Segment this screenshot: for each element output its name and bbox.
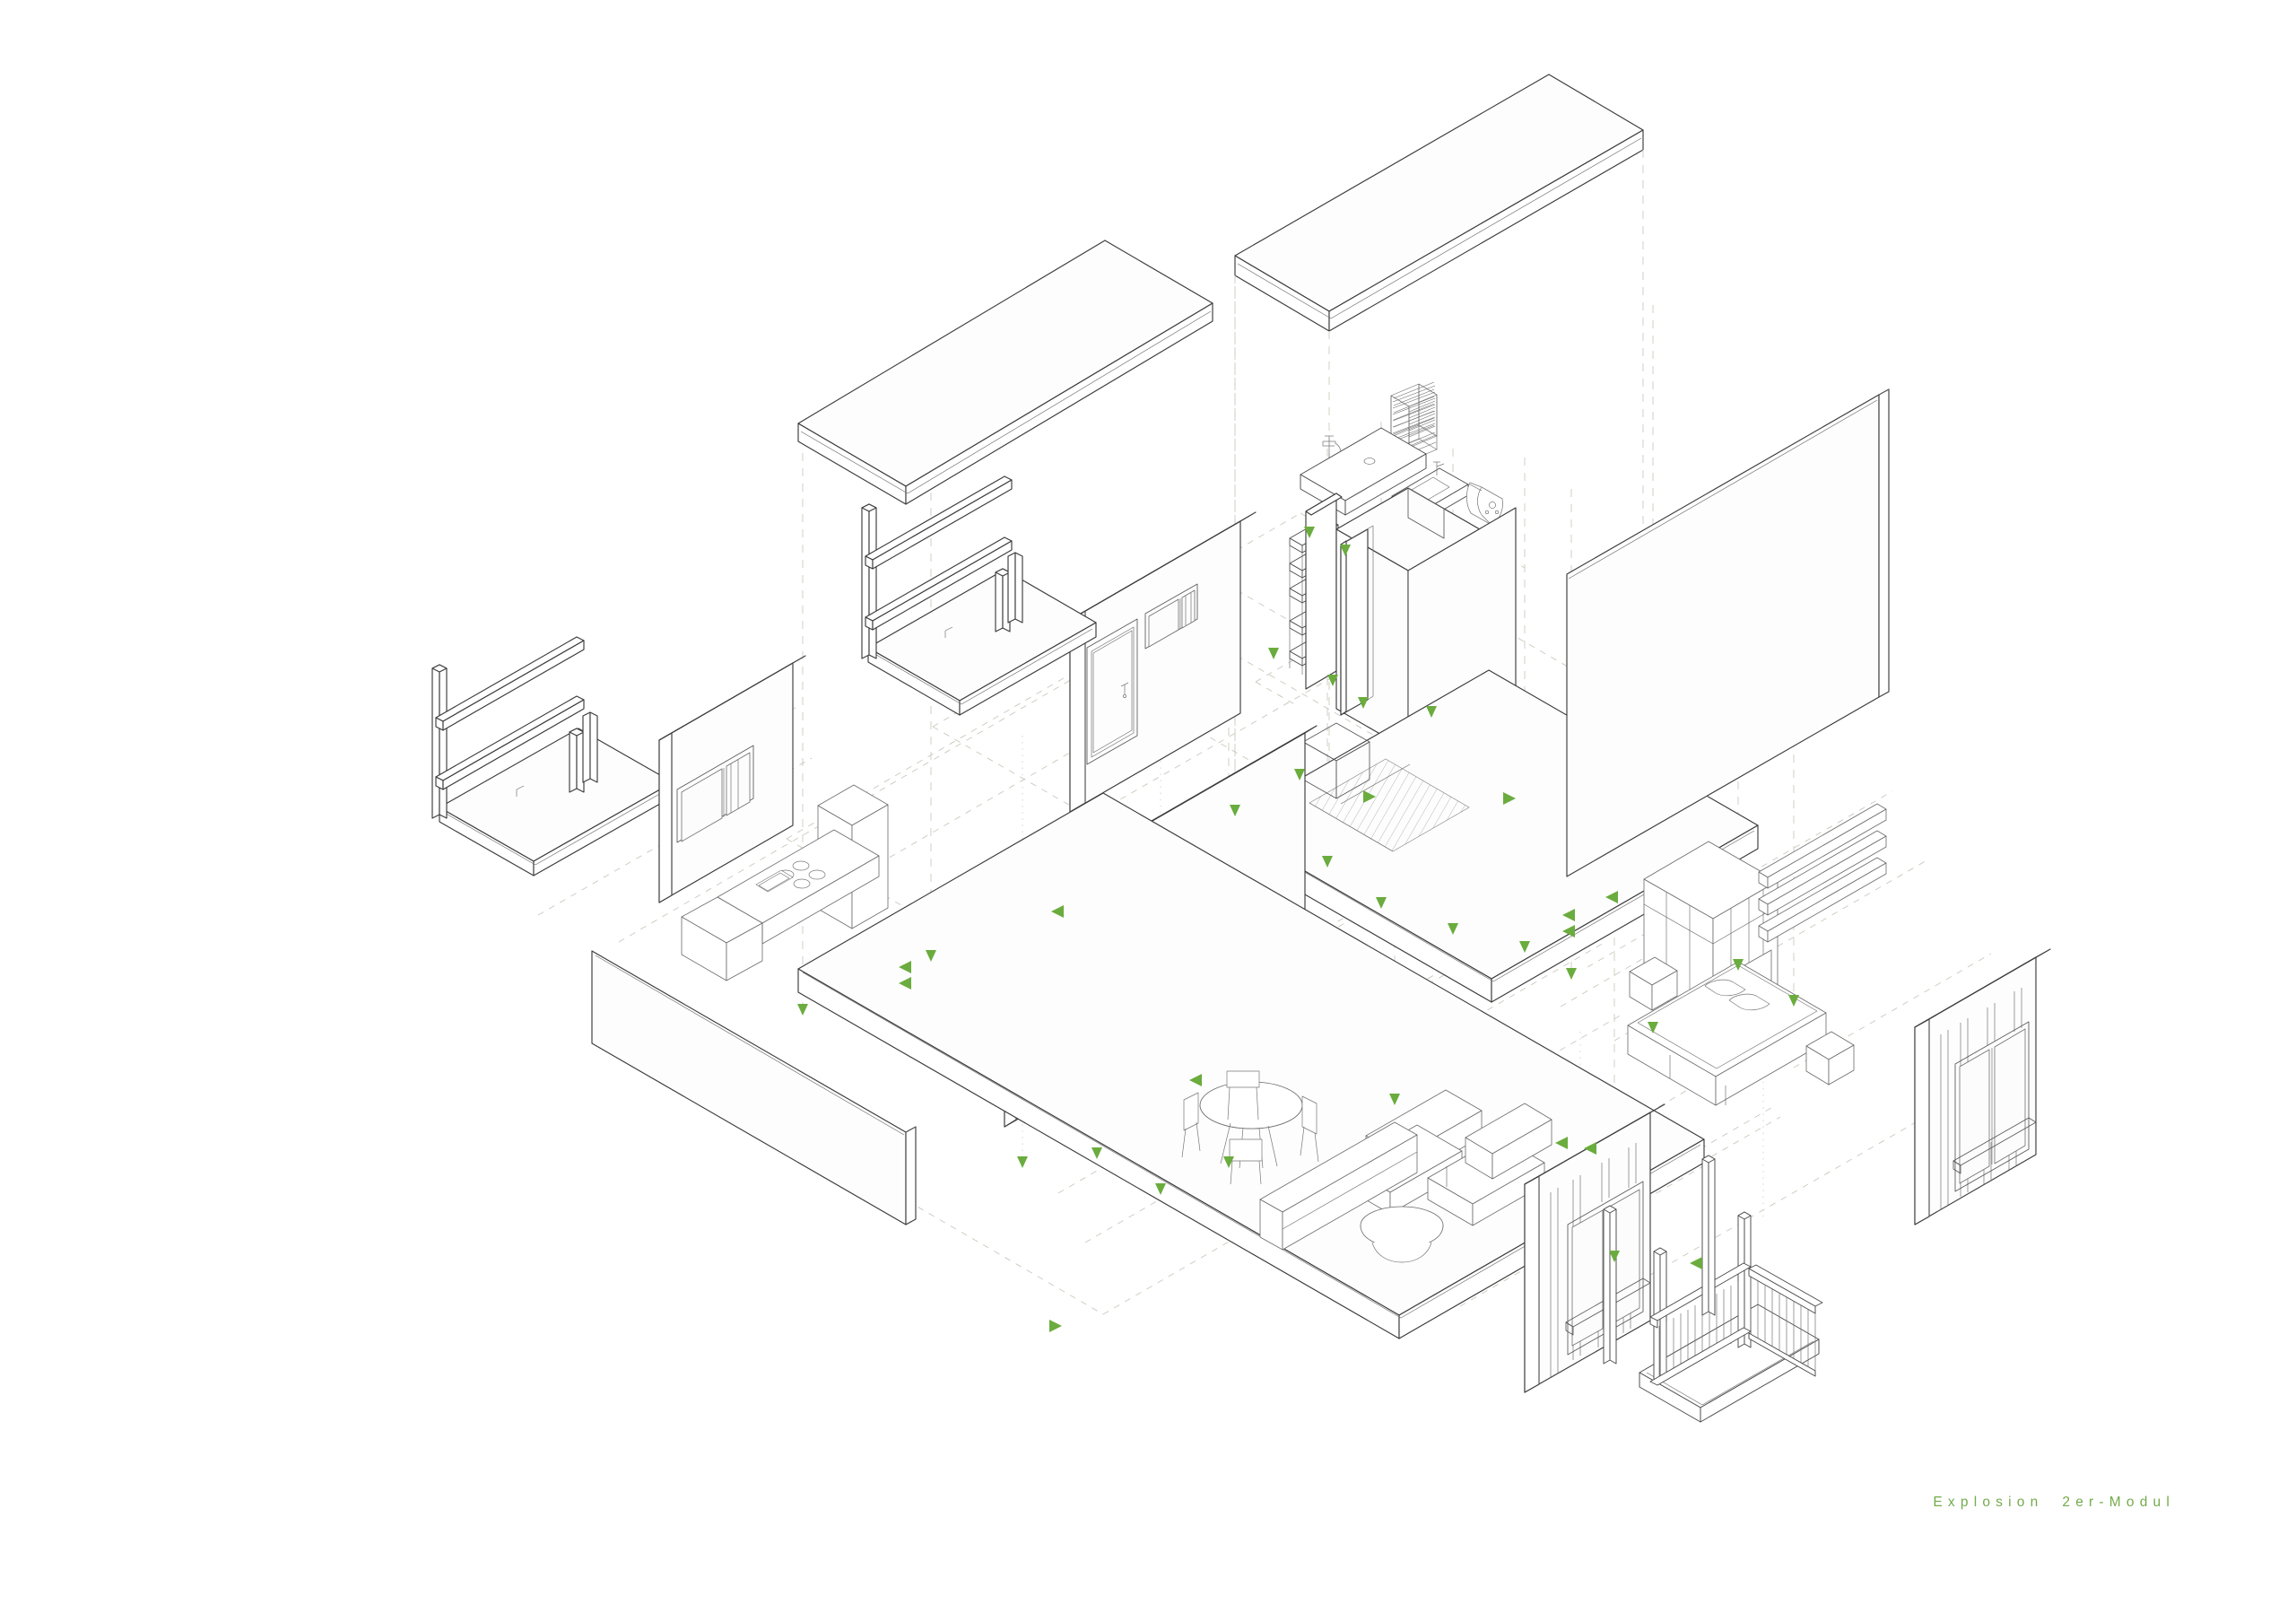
roof-slab-entrance <box>797 240 1213 505</box>
arrow-down <box>926 950 936 962</box>
arrow-down <box>1376 897 1387 909</box>
balcony-upper <box>861 475 1097 716</box>
arrow-down <box>1230 805 1240 816</box>
arrow-down <box>1017 1156 1028 1168</box>
arrow-down <box>1566 968 1577 980</box>
balustrade-right <box>1750 1278 1816 1372</box>
bed <box>1627 949 1855 1106</box>
facade-window-right[interactable] <box>1952 1021 2037 1192</box>
arrow-down <box>1648 1022 1658 1033</box>
arrow-left <box>1690 1257 1702 1269</box>
arrow-pair-bottom <box>1555 1137 1596 1155</box>
arrow-down <box>1358 697 1369 709</box>
arrow-down <box>1788 995 1799 1007</box>
wall-shelves <box>1758 803 1887 943</box>
towel-radiator <box>1390 381 1438 462</box>
arrow-down <box>797 1004 808 1016</box>
coffee-table <box>1360 1206 1444 1263</box>
side-wall-panel-left <box>591 950 917 1225</box>
arrow-down <box>1304 527 1315 538</box>
nightstand-right <box>1805 1031 1855 1086</box>
dining-set <box>1181 1070 1319 1185</box>
arrow-down <box>1733 959 1744 971</box>
side-wall-left-window <box>658 655 806 903</box>
rear-wall-panel <box>1566 388 1890 877</box>
transom-window[interactable] <box>1144 583 1198 650</box>
arrow-down <box>1268 648 1279 659</box>
kitchen-counter <box>681 829 880 981</box>
balcony-left <box>431 636 674 876</box>
arrow-left <box>1605 891 1618 903</box>
arrow-left <box>1189 1074 1202 1086</box>
arrow-pair-left <box>1562 909 1575 937</box>
wall-hung-toilet <box>1466 482 1503 526</box>
chair-back-left <box>1226 1070 1260 1121</box>
roof-slab-bathroom <box>1234 74 1644 332</box>
facade-panel-bottom <box>1524 1103 1665 1393</box>
entrance-wall <box>1069 511 1257 813</box>
sideboard <box>1259 1121 1418 1251</box>
chair-front <box>1229 1138 1263 1185</box>
arrow-down <box>1322 856 1333 868</box>
arrow-left <box>1051 905 1064 918</box>
arrow-right <box>1503 792 1516 805</box>
facade-panel-right <box>1914 948 2051 1225</box>
arrow-down <box>1223 1156 1234 1168</box>
arrow-down <box>1340 545 1351 556</box>
arrow-down <box>1091 1147 1102 1159</box>
chair-right <box>1300 1095 1319 1163</box>
arrow-down <box>1389 1094 1400 1105</box>
arrow-down <box>1448 923 1458 935</box>
arrow-right <box>1049 1320 1062 1332</box>
entrance-door[interactable] <box>1086 618 1138 765</box>
door-handle[interactable] <box>1120 682 1129 698</box>
chair-left <box>1181 1092 1201 1158</box>
kitchen-sink <box>755 869 794 893</box>
arrow-down <box>1327 675 1338 686</box>
sheet-title: Explosion 2er-Modul <box>1933 1495 2175 1510</box>
assembly-direction-arrows <box>797 527 1799 1332</box>
arrow-down <box>1155 1183 1166 1195</box>
arrow-down <box>1426 706 1437 718</box>
balcony-lower <box>1603 1155 1823 1423</box>
arrow-pair-left <box>899 961 911 990</box>
arrow-down <box>1609 1251 1620 1262</box>
side-window[interactable] <box>676 745 754 843</box>
nightstand-left <box>1629 956 1678 1011</box>
arrow-right <box>1363 790 1376 803</box>
arrow-down <box>1519 941 1530 953</box>
arrow-down <box>1294 769 1305 780</box>
